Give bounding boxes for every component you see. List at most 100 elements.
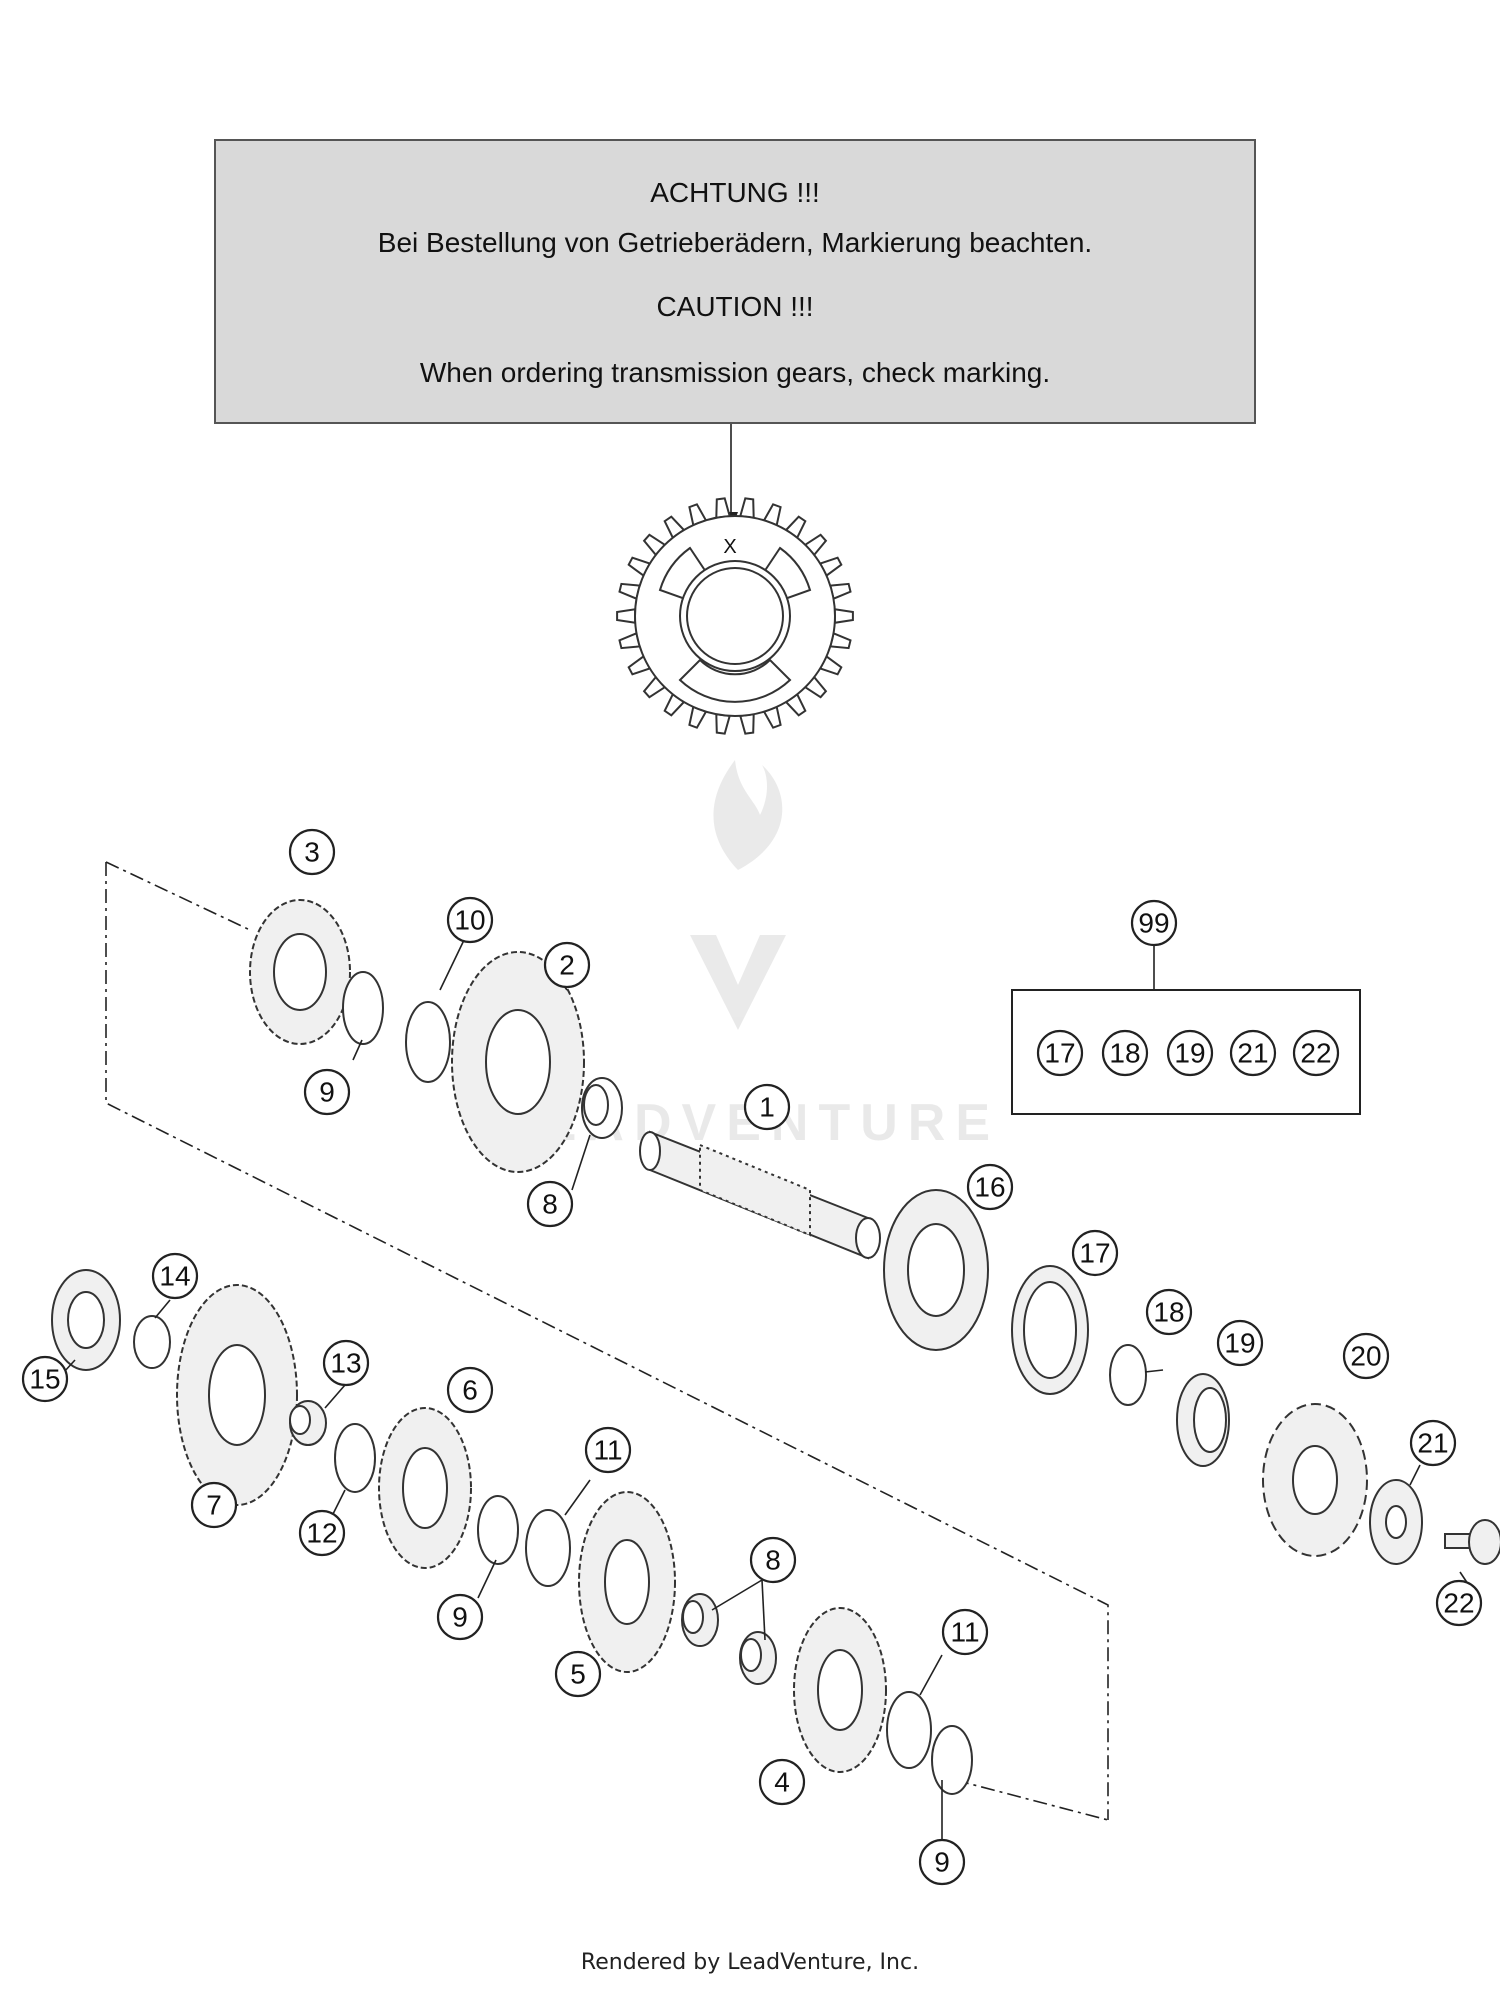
part-bearing-15 xyxy=(51,1269,121,1371)
part-bushing-13 xyxy=(289,1400,327,1446)
svg-text:11: 11 xyxy=(950,1617,979,1648)
svg-text:5: 5 xyxy=(570,1659,586,1690)
callout-2: 2 xyxy=(543,941,591,989)
kit-item-18: 18 xyxy=(1101,1029,1149,1077)
svg-text:10: 10 xyxy=(454,905,485,936)
notice-text-de: Bei Bestellung von Getrieberädern, Marki… xyxy=(377,227,1093,258)
svg-text:22: 22 xyxy=(1300,1038,1331,1069)
part-bushing-8-upper xyxy=(581,1077,623,1139)
callout-19: 19 xyxy=(1216,1319,1264,1367)
callout-3: 3 xyxy=(288,828,336,876)
part-bushing-8-left xyxy=(681,1593,719,1647)
callout-1: 1 xyxy=(743,1083,791,1131)
callout-7: 7 xyxy=(190,1481,238,1529)
svg-text:9: 9 xyxy=(452,1602,468,1633)
kit-item-19: 19 xyxy=(1166,1029,1214,1077)
callout-4: 4 xyxy=(758,1758,806,1806)
callout-21: 21 xyxy=(1409,1419,1457,1467)
part-sprocket-20 xyxy=(1262,1403,1368,1557)
callout-10: 10 xyxy=(446,896,494,944)
notice-text-en: When ordering transmission gears, check … xyxy=(419,357,1051,388)
leader-lines xyxy=(63,937,1473,1840)
caution-notice: ACHTUNG !!! Bei Bestellung von Getrieber… xyxy=(214,139,1256,424)
callout-9-middle: 9 xyxy=(436,1593,484,1641)
callout-9-lower: 9 xyxy=(918,1838,966,1886)
callout-20: 20 xyxy=(1342,1332,1390,1380)
svg-text:16: 16 xyxy=(974,1172,1005,1203)
part-main-shaft-1 xyxy=(639,1130,881,1260)
boundary-end xyxy=(954,1779,1109,1821)
part-gear-3 xyxy=(249,899,351,1045)
kit-number-callout: 99 xyxy=(1130,899,1178,947)
part-circlip-9-lower xyxy=(931,1725,973,1795)
part-circlip-9-middle xyxy=(477,1495,519,1565)
part-bushing-19 xyxy=(1176,1373,1230,1467)
callout-8-upper: 8 xyxy=(526,1180,574,1228)
svg-text:3: 3 xyxy=(304,837,320,868)
kit-item-17: 17 xyxy=(1036,1029,1084,1077)
svg-text:2: 2 xyxy=(559,950,575,981)
gear-tooth xyxy=(739,497,755,519)
svg-text:7: 7 xyxy=(206,1490,222,1521)
part-washer-11-right xyxy=(886,1691,932,1769)
part-seal-17 xyxy=(1011,1265,1089,1395)
part-gear-2 xyxy=(451,951,585,1173)
svg-text:12: 12 xyxy=(306,1518,337,1549)
callout-13: 13 xyxy=(322,1339,370,1387)
footer-credit: Rendered by LeadVenture, Inc. xyxy=(580,1950,920,1975)
callout-18: 18 xyxy=(1145,1288,1193,1336)
svg-text:8: 8 xyxy=(765,1545,781,1576)
part-washer-18 xyxy=(1109,1344,1147,1406)
svg-text:4: 4 xyxy=(774,1767,790,1798)
part-bearing-16 xyxy=(883,1189,989,1351)
part-washer-21 xyxy=(1369,1479,1423,1565)
svg-text:19: 19 xyxy=(1174,1038,1205,1069)
callout-15: 15 xyxy=(21,1355,69,1403)
boundary-lower xyxy=(105,862,1109,1820)
svg-text:22: 22 xyxy=(1443,1588,1474,1619)
svg-text:8: 8 xyxy=(542,1189,558,1220)
svg-text:18: 18 xyxy=(1109,1038,1140,1069)
svg-text:17: 17 xyxy=(1044,1038,1075,1069)
callout-12: 12 xyxy=(298,1509,346,1557)
svg-text:17: 17 xyxy=(1079,1238,1110,1269)
notice-title-en: CAUTION !!! xyxy=(656,291,814,322)
gear-tooth xyxy=(616,608,637,624)
marking-gear: X xyxy=(616,497,854,735)
kit-item-22: 22 xyxy=(1292,1029,1340,1077)
callout-8-lower: 8 xyxy=(749,1536,797,1584)
svg-text:21: 21 xyxy=(1417,1428,1448,1459)
kit-item-21: 21 xyxy=(1229,1029,1277,1077)
marking-label: X xyxy=(723,536,736,558)
svg-text:20: 20 xyxy=(1350,1341,1381,1372)
svg-text:21: 21 xyxy=(1237,1038,1268,1069)
callout-17: 17 xyxy=(1071,1229,1119,1277)
svg-text:9: 9 xyxy=(934,1847,950,1878)
svg-text:14: 14 xyxy=(159,1261,190,1292)
notice-title-de: ACHTUNG !!! xyxy=(650,177,820,208)
callout-14: 14 xyxy=(151,1252,199,1300)
callout-11-right: 11 xyxy=(941,1608,989,1656)
callout-9-upper: 9 xyxy=(303,1068,351,1116)
part-circlip-9-upper xyxy=(342,971,384,1045)
boundary-upper xyxy=(105,861,251,931)
svg-text:19: 19 xyxy=(1224,1328,1255,1359)
part-washer-14 xyxy=(133,1315,171,1369)
svg-text:99: 99 xyxy=(1138,908,1169,939)
gear-tooth xyxy=(739,713,755,735)
gear-tooth xyxy=(715,497,731,519)
part-bushing-8-right xyxy=(739,1631,777,1685)
part-washer-12 xyxy=(334,1423,376,1493)
svg-text:6: 6 xyxy=(462,1375,478,1406)
svg-text:18: 18 xyxy=(1153,1297,1184,1328)
svg-text:1: 1 xyxy=(759,1092,775,1123)
svg-text:13: 13 xyxy=(330,1348,361,1379)
svg-text:9: 9 xyxy=(319,1077,335,1108)
callout-5: 5 xyxy=(554,1650,602,1698)
callout-16: 16 xyxy=(966,1163,1014,1211)
part-washer-10 xyxy=(405,1001,451,1083)
svg-text:15: 15 xyxy=(29,1364,60,1395)
part-bolt-22 xyxy=(1444,1519,1500,1565)
gear-tooth xyxy=(833,608,854,624)
